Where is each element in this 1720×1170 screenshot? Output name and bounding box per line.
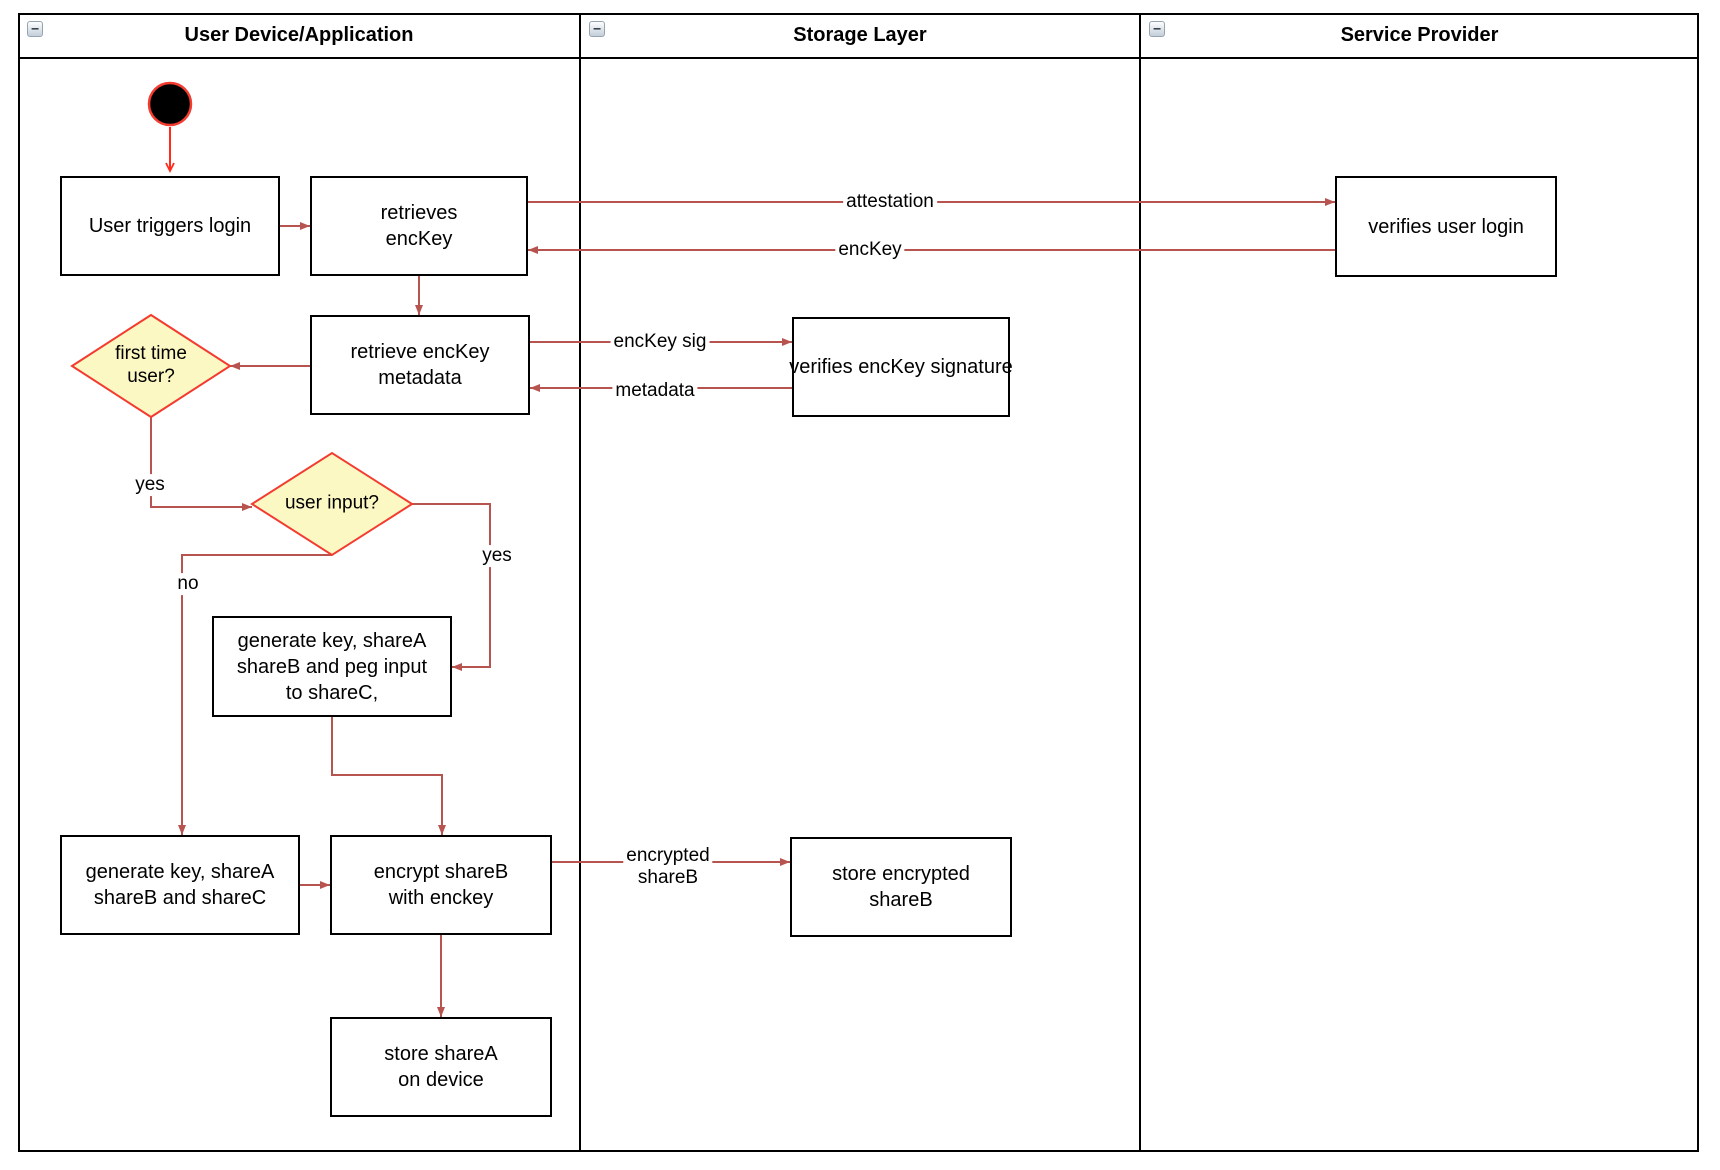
collapse-icon[interactable]: − bbox=[589, 21, 605, 37]
node-verifies-enckey-signature[interactable]: verifies encKey signature bbox=[789, 317, 1013, 417]
edge-label-enckey-sig[interactable]: encKey sig bbox=[610, 331, 710, 353]
edge-peg-to-encrypt[interactable] bbox=[331, 717, 446, 835]
edge-userinput-yes[interactable] bbox=[412, 503, 491, 671]
node-store-encrypted-shareb[interactable]: store encrypted shareB bbox=[790, 837, 1012, 937]
edge-userinput-no[interactable] bbox=[178, 554, 332, 835]
node-store-sharea-on-device[interactable]: store shareA on device bbox=[330, 1017, 552, 1117]
decision-user-input[interactable] bbox=[250, 451, 414, 557]
node-user-triggers-login[interactable]: User triggers login bbox=[60, 176, 280, 276]
decision-first-time-user[interactable] bbox=[70, 313, 232, 419]
edge-label-enckey[interactable]: encKey bbox=[835, 239, 905, 261]
node-generate-key-shares[interactable]: generate key, shareA shareB and shareC bbox=[60, 835, 300, 935]
lane-divider-1 bbox=[579, 13, 581, 1152]
edge-label-no-user-input[interactable]: no bbox=[174, 573, 202, 595]
lane-divider-2 bbox=[1139, 13, 1141, 1152]
lane-title-storage-layer[interactable]: Storage Layer bbox=[793, 23, 927, 46]
node-generate-key-peg-input[interactable]: generate key, shareA shareB and peg inpu… bbox=[212, 616, 452, 717]
edge-label-yes-first-time[interactable]: yes bbox=[132, 474, 168, 496]
start-node[interactable] bbox=[147, 81, 193, 127]
node-encrypt-shareb[interactable]: encrypt shareB with enckey bbox=[330, 835, 552, 935]
edge-label-metadata[interactable]: metadata bbox=[612, 380, 698, 402]
node-retrieves-enckey[interactable]: retrieves encKey bbox=[310, 176, 528, 276]
swimlane-frame bbox=[18, 13, 1699, 1152]
edge-firsttime-yes[interactable] bbox=[150, 417, 252, 511]
node-verifies-user-login[interactable]: verifies user login bbox=[1335, 176, 1557, 277]
edge-label-encrypted-shareb[interactable]: encrypted shareB bbox=[623, 845, 713, 889]
collapse-icon[interactable]: − bbox=[1149, 21, 1165, 37]
node-retrieve-enckey-metadata[interactable]: retrieve encKey metadata bbox=[310, 315, 530, 415]
collapse-icon[interactable]: − bbox=[27, 21, 43, 37]
decision-label-first-time-user[interactable]: first time user? bbox=[115, 343, 187, 387]
header-divider bbox=[18, 57, 1699, 59]
lane-title-service-provider[interactable]: Service Provider bbox=[1340, 23, 1499, 46]
edge-label-attestation[interactable]: attestation bbox=[843, 191, 937, 213]
decision-label-user-input[interactable]: user input? bbox=[284, 492, 380, 514]
edge-label-yes-user-input[interactable]: yes bbox=[479, 545, 515, 567]
lane-title-user-device[interactable]: User Device/Application bbox=[184, 23, 414, 46]
